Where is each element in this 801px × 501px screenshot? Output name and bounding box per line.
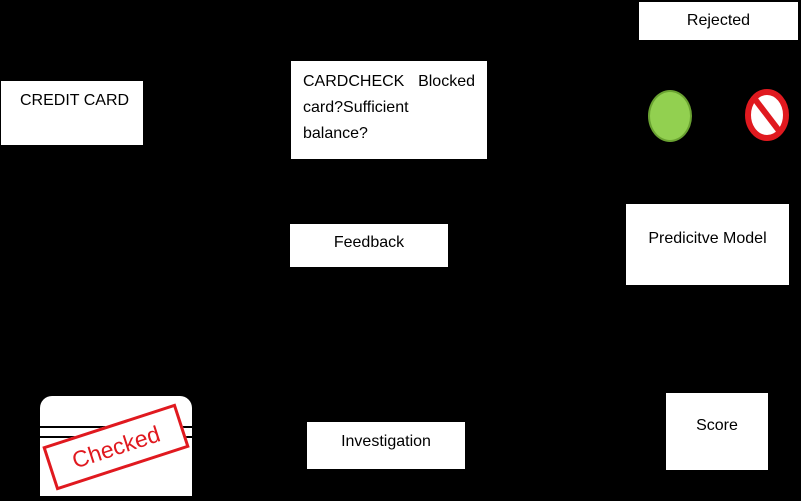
cardcheck-line3: balance? [303,125,368,142]
no-entry-icon [745,89,789,141]
credit-card-node: CREDIT CARD [1,81,143,145]
rejected-label: Rejected [686,12,751,29]
cardcheck-title: CARDCHECK [303,73,405,90]
investigation-node: Investigation [307,422,465,469]
cardcheck-node: CARDCHECK Blocked card?Sufficient balanc… [291,61,487,159]
cardcheck-blocked: Blocked [418,73,475,90]
investigation-label: Investigation [341,433,431,450]
cardcheck-line2: card?Sufficient [303,99,409,116]
rejected-node: Rejected [639,2,798,40]
predictive-model-label: Predicitve Model [648,230,767,247]
score-node: Score [666,393,768,470]
credit-card-label: CREDIT CARD [20,92,130,109]
predictive-model-node: Predicitve Model [626,204,789,285]
feedback-node: Feedback [290,224,448,267]
feedback-label: Feedback [333,234,405,251]
green-circle-icon [648,90,692,142]
score-label: Score [696,417,738,434]
